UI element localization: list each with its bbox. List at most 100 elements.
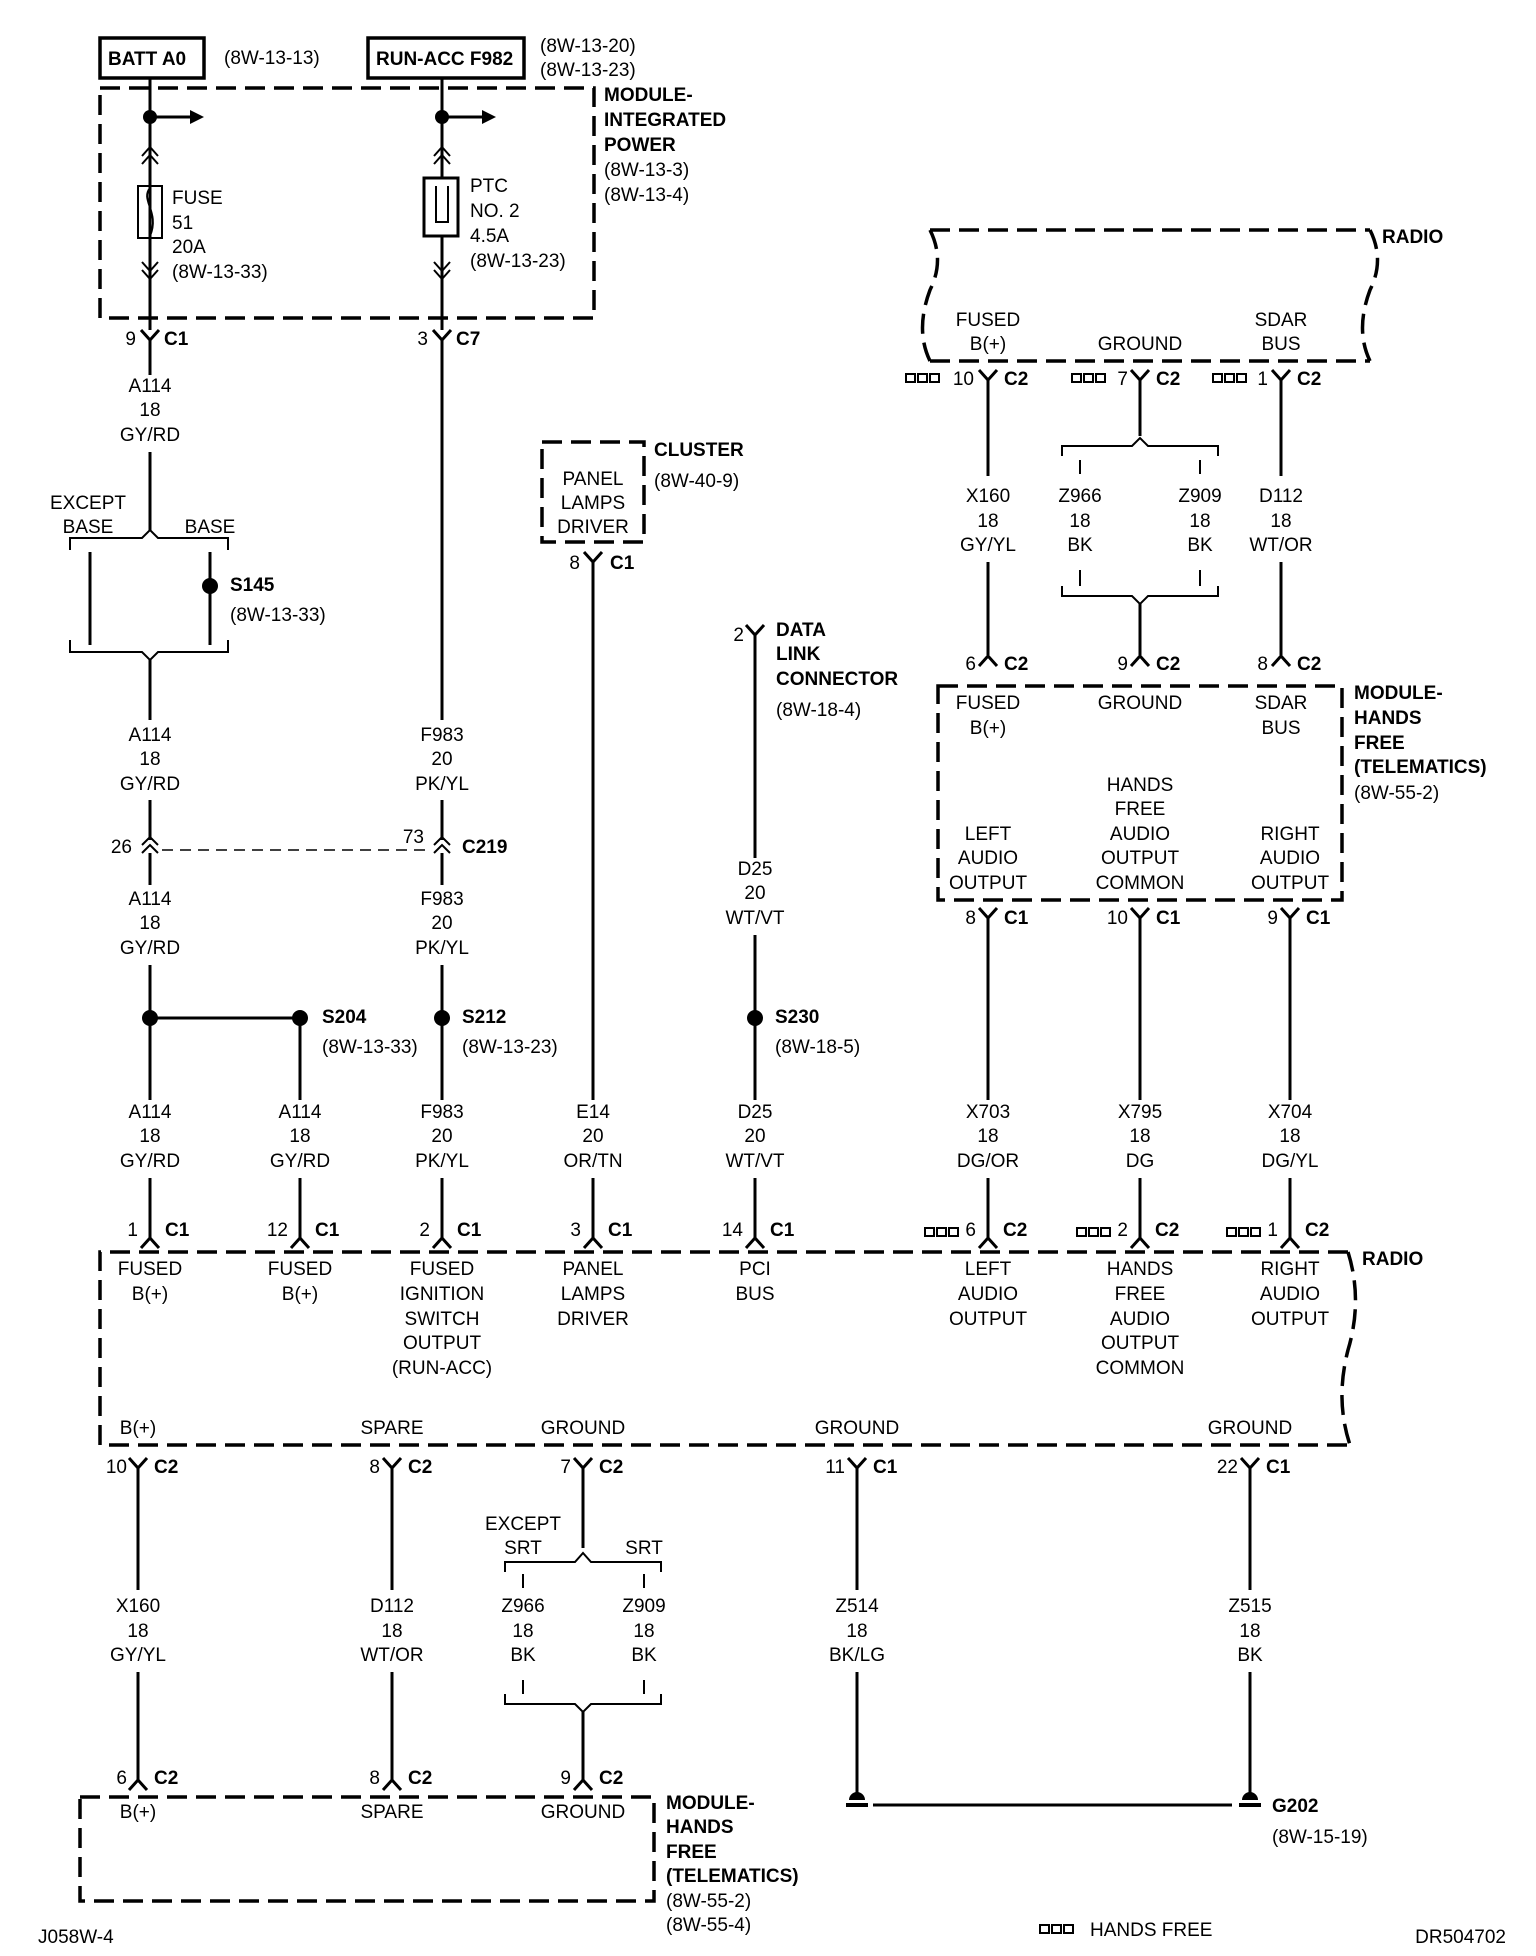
svg-text:RIGHT: RIGHT bbox=[1260, 824, 1320, 845]
x704-label: X704 18 DG/YL bbox=[1261, 1102, 1318, 1172]
z909-right-label: Z909 18 BK bbox=[1178, 486, 1221, 556]
hfm-bottom-pins: 6 C2 8 C2 9 C2 bbox=[116, 1768, 623, 1792]
radio-top-female-3 bbox=[1270, 368, 1292, 383]
mip-c1-label: C1 bbox=[164, 329, 189, 350]
s212-dot bbox=[434, 1010, 450, 1026]
svg-text:GROUND: GROUND bbox=[815, 1418, 899, 1439]
hfm-bottom-title: MODULE- HANDS FREE (TELEMATICS) (8W-55-2… bbox=[666, 1793, 799, 1936]
svg-text:HANDS: HANDS bbox=[1107, 1259, 1174, 1280]
cluster-c1-label: C1 bbox=[610, 553, 635, 574]
svg-text:WT/VT: WT/VT bbox=[725, 1151, 784, 1172]
svg-text:C1: C1 bbox=[1004, 908, 1029, 929]
svg-text:C2: C2 bbox=[154, 1768, 178, 1789]
radio-top-female-2 bbox=[1129, 368, 1151, 383]
svg-text:D112: D112 bbox=[1259, 486, 1303, 507]
radio-main-top-labels: FUSED B(+) FUSED B(+) FUSED IGNITION SWI… bbox=[118, 1259, 1330, 1379]
svg-text:A114: A114 bbox=[129, 1102, 172, 1123]
svg-text:COMMON: COMMON bbox=[1096, 1358, 1185, 1379]
x795-label: X795 18 DG bbox=[1118, 1102, 1162, 1172]
svg-text:8: 8 bbox=[965, 908, 976, 929]
svg-text:(8W-13-23): (8W-13-23) bbox=[470, 251, 566, 272]
svg-text:1: 1 bbox=[1267, 1220, 1278, 1241]
batt-source-label: BATT A0 bbox=[108, 49, 186, 70]
f983-label-1: F983 20 PK/YL bbox=[415, 725, 469, 795]
svg-text:(RUN-ACC): (RUN-ACC) bbox=[392, 1358, 492, 1379]
svg-text:WT/VT: WT/VT bbox=[725, 908, 784, 929]
d112-right-label: D112 18 WT/OR bbox=[1249, 486, 1312, 556]
svg-text:18: 18 bbox=[1189, 511, 1210, 532]
svg-text:C2: C2 bbox=[599, 1768, 623, 1789]
svg-text:C2: C2 bbox=[1156, 654, 1180, 675]
radio-top-pin-7: 7 bbox=[1117, 369, 1128, 390]
hfm-right-bottom-labels: LEFT AUDIO OUTPUT HANDS FREE AUDIO OUTPU… bbox=[949, 775, 1330, 894]
svg-text:C2: C2 bbox=[1305, 1220, 1329, 1241]
svg-text:FREE: FREE bbox=[1115, 1284, 1166, 1305]
hfm-bottom-labels: B(+) SPARE GROUND bbox=[120, 1802, 625, 1823]
x160-right-label: X160 18 GY/YL bbox=[960, 486, 1016, 556]
svg-text:Z909: Z909 bbox=[1178, 486, 1221, 507]
svg-text:LAMPS: LAMPS bbox=[561, 1284, 625, 1305]
svg-text:D25: D25 bbox=[738, 859, 773, 880]
svg-text:18: 18 bbox=[139, 1126, 160, 1147]
svg-text:1: 1 bbox=[127, 1220, 138, 1241]
svg-text:20: 20 bbox=[582, 1126, 603, 1147]
svg-text:8: 8 bbox=[1257, 654, 1268, 675]
svg-text:C2: C2 bbox=[408, 1457, 432, 1478]
svg-text:C2: C2 bbox=[408, 1768, 432, 1789]
mip-c7-label: C7 bbox=[456, 329, 480, 350]
hfm-right-outline bbox=[936, 684, 1344, 902]
svg-text:AUDIO: AUDIO bbox=[958, 848, 1018, 869]
svg-text:GROUND: GROUND bbox=[1098, 693, 1182, 714]
svg-text:C2: C2 bbox=[1297, 654, 1321, 675]
svg-text:C2: C2 bbox=[1003, 1220, 1027, 1241]
radio-top-outline bbox=[920, 228, 1380, 363]
z514-label: Z514 18 BK/LG bbox=[829, 1596, 885, 1666]
svg-text:E14: E14 bbox=[576, 1102, 610, 1123]
svg-text:BUS: BUS bbox=[1261, 718, 1300, 739]
svg-text:X703: X703 bbox=[966, 1102, 1010, 1123]
radio-main-title: RADIO bbox=[1362, 1249, 1423, 1270]
cluster-box-label: PANEL LAMPS DRIVER bbox=[557, 469, 629, 538]
svg-text:18: 18 bbox=[139, 913, 160, 934]
dlc-title: DATA LINK CONNECTOR bbox=[776, 620, 898, 690]
svg-text:BUS: BUS bbox=[1261, 334, 1300, 355]
ptc-2-label: PTC NO. 2 4.5A (8W-13-23) bbox=[470, 176, 566, 272]
runacc-source-box bbox=[366, 36, 526, 80]
svg-text:FUSED: FUSED bbox=[410, 1259, 474, 1280]
svg-text:20: 20 bbox=[431, 749, 452, 770]
svg-text:X160: X160 bbox=[116, 1596, 160, 1617]
svg-text:D112: D112 bbox=[370, 1596, 414, 1617]
svg-text:11: 11 bbox=[825, 1457, 845, 1478]
svg-text:GY/RD: GY/RD bbox=[120, 774, 180, 795]
mip-c7-female bbox=[431, 328, 453, 343]
hfm-right-top-pins: 6 C2 9 C2 8 C2 bbox=[965, 653, 1321, 675]
svg-text:A114: A114 bbox=[129, 889, 172, 910]
svg-text:GROUND: GROUND bbox=[1208, 1418, 1292, 1439]
f983-label-3: F983 20 PK/YL bbox=[415, 1102, 469, 1172]
svg-text:18: 18 bbox=[633, 1621, 654, 1642]
svg-text:20: 20 bbox=[744, 883, 765, 904]
hands-free-marker-radio bbox=[924, 1227, 1261, 1237]
svg-text:C2: C2 bbox=[1004, 654, 1028, 675]
svg-text:18: 18 bbox=[381, 1621, 402, 1642]
hfm-right-title: MODULE- HANDS FREE (TELEMATICS) (8W-55-2… bbox=[1354, 683, 1487, 804]
svg-text:GY/RD: GY/RD bbox=[120, 425, 180, 446]
svg-text:C2: C2 bbox=[154, 1457, 178, 1478]
z909-bottom-label: Z909 18 BK bbox=[622, 1596, 665, 1666]
svg-text:20: 20 bbox=[431, 913, 452, 934]
svg-text:20: 20 bbox=[431, 1126, 452, 1147]
mip-pin-9: 9 bbox=[125, 329, 136, 350]
cluster-pin-8: 8 bbox=[569, 553, 580, 574]
legend-hands-free-symbol bbox=[1039, 1924, 1074, 1934]
radio-top-pin-1: 1 bbox=[1257, 369, 1268, 390]
svg-text:OUTPUT: OUTPUT bbox=[1251, 873, 1330, 894]
fuse-51-circuit bbox=[137, 78, 204, 330]
batt-source-ref: (8W-13-13) bbox=[224, 48, 320, 69]
svg-text:BK: BK bbox=[631, 1645, 657, 1666]
svg-text:20A: 20A bbox=[172, 237, 206, 258]
svg-text:B(+): B(+) bbox=[282, 1284, 318, 1305]
z515-label: Z515 18 BK bbox=[1228, 1596, 1271, 1666]
svg-text:18: 18 bbox=[1239, 1621, 1260, 1642]
radio-main-bottom-pins: 10 C2 8 C2 7 C2 11 C1 22 C1 bbox=[106, 1456, 1291, 1478]
